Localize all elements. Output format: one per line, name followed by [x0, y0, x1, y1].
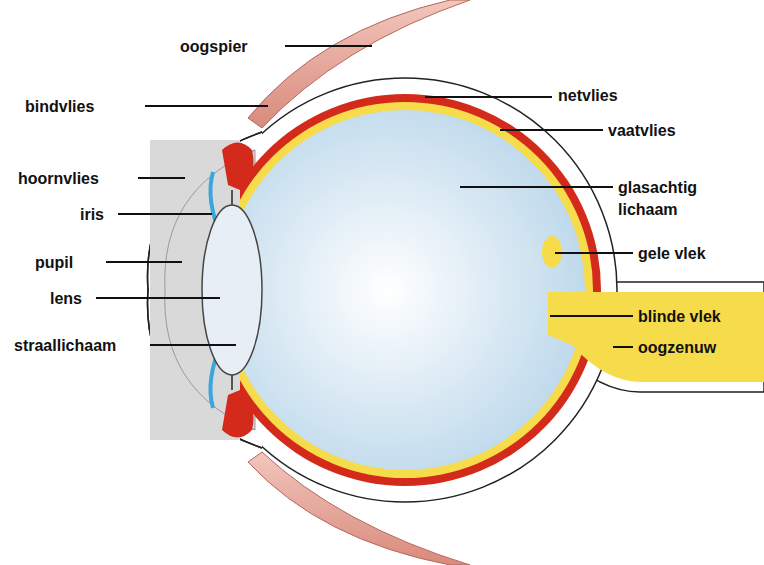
part-label: straallichaam	[14, 335, 116, 357]
leader-lines	[96, 46, 633, 347]
part-label: oogspier	[180, 36, 248, 58]
vitreous-body	[225, 110, 585, 470]
choroid	[209, 94, 601, 486]
part-label: blinde vlek	[638, 306, 721, 328]
part-label: gele vlek	[638, 243, 706, 265]
ciliary-body	[222, 390, 254, 438]
part-label: bindvlies	[25, 96, 94, 118]
part-label: oogzenuw	[638, 337, 716, 359]
ciliary-body	[222, 143, 254, 191]
part-label: glasachtig lichaam	[618, 177, 718, 220]
cornea	[148, 132, 262, 448]
part-label: hoornvlies	[18, 168, 99, 190]
optic-nerve	[548, 292, 764, 382]
part-label: pupil	[35, 252, 73, 274]
lens	[202, 205, 262, 375]
part-label: netvlies	[558, 85, 618, 107]
retina	[217, 102, 593, 478]
part-label: vaatvlies	[608, 120, 676, 142]
part-label: iris	[80, 204, 104, 226]
part-label: lens	[50, 288, 82, 310]
